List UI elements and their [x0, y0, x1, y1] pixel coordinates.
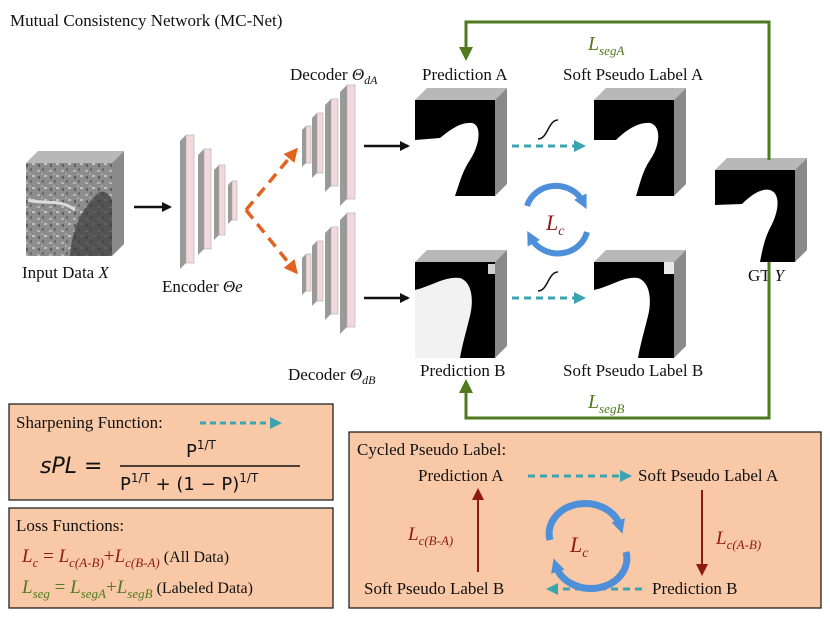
- lseg-equation: Lseg = LsegA+LsegB(Labeled Data): [21, 577, 253, 601]
- supervision-arrow-seg-b: [459, 262, 771, 420]
- cycle-prediction-b: Prediction B: [652, 579, 737, 598]
- decoder-a-layers: [302, 84, 356, 206]
- supervision-arrow-seg-a: [459, 20, 771, 160]
- encoder-layers: [180, 134, 238, 269]
- soft-pseudo-label-a-label: Soft Pseudo Label A: [563, 65, 704, 84]
- cycle-loss-c: Lc: [569, 532, 589, 561]
- sharpening-function-box: Sharpening Function: sPL = P1/T P1/T + (…: [8, 403, 334, 501]
- input-data-label: Input Data X: [22, 263, 109, 282]
- consistency-cycle-icon: [524, 182, 590, 257]
- arrow-encoder-to-decoder-a: [244, 147, 298, 212]
- spl-denominator: P1/T + (1 − P)1/T: [120, 471, 259, 495]
- sharpening-title: Sharpening Function:: [16, 413, 163, 432]
- sigmoid-icon-b: [537, 271, 559, 292]
- decoder-b-label: Decoder ΘdB: [288, 365, 376, 387]
- cycle-title: Cycled Pseudo Label:: [357, 440, 506, 459]
- loss-functions-title: Loss Functions:: [16, 516, 124, 535]
- sigmoid-icon-a: [537, 119, 559, 140]
- diagram-title: Mutual Consistency Network (MC-Net): [10, 11, 282, 30]
- cycle-loss-ba: Lc(B-A): [407, 524, 453, 548]
- encoder-label: Encoder Θe: [162, 277, 243, 296]
- prediction-a-image: [415, 88, 507, 196]
- cycle-soft-pseudo-a: Soft Pseudo Label A: [638, 466, 779, 485]
- lc-equation: Lc = Lc(A-B)+Lc(B-A)(All Data): [21, 546, 229, 570]
- prediction-b-label: Prediction B: [420, 361, 505, 380]
- spl-numerator: P1/T: [186, 438, 217, 462]
- loss-functions-box: Loss Functions: Lc = Lc(A-B)+Lc(B-A)(All…: [8, 507, 334, 609]
- cycle-prediction-a: Prediction A: [418, 466, 504, 485]
- cycled-pseudo-label-box: Cycled Pseudo Label: Prediction A Soft P…: [348, 431, 822, 609]
- prediction-b-image: [415, 250, 507, 358]
- gt-label: GT Y: [748, 266, 786, 285]
- decoder-b-layers: [302, 212, 356, 334]
- seg-loss-a-label: LsegA: [587, 33, 624, 58]
- soft-pseudo-label-b-image: [594, 250, 686, 358]
- cycle-inner-arrow-bottom: [551, 551, 631, 592]
- ground-truth-image: [715, 158, 807, 262]
- arrow-encoder-to-decoder-b: [244, 208, 298, 275]
- consistency-loss-label: Lc: [545, 210, 565, 239]
- cycle-loss-ab: Lc(A-B): [715, 528, 761, 552]
- soft-pseudo-label-a-image: [594, 88, 686, 196]
- spl-lhs: sPL =: [40, 454, 102, 479]
- cycle-soft-pseudo-b: Soft Pseudo Label B: [364, 579, 504, 598]
- decoder-a-label: Decoder ΘdA: [290, 65, 378, 87]
- cycle-inner-arrow-top: [545, 500, 625, 541]
- prediction-a-label: Prediction A: [422, 65, 508, 84]
- input-image-cube: [26, 151, 124, 256]
- seg-loss-b-label: LsegB: [587, 391, 624, 416]
- soft-pseudo-label-b-label: Soft Pseudo Label B: [563, 361, 703, 380]
